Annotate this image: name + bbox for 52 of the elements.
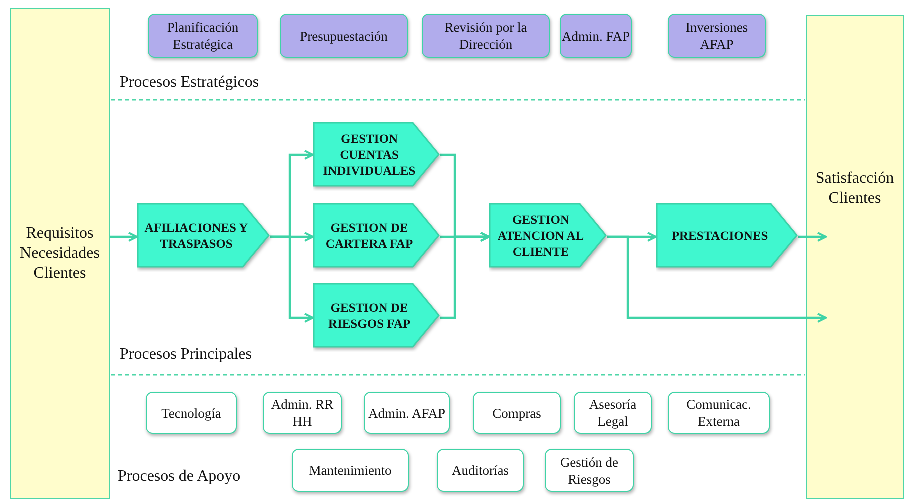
section-label: Procesos de Apoyo — [118, 468, 241, 486]
node-text: Admin. AFAP — [368, 404, 446, 422]
process-pentagon — [313, 203, 440, 268]
section-label: Procesos Principales — [120, 346, 252, 364]
section-label: Procesos Estratégicos — [120, 74, 260, 92]
node-text: Tecnología — [162, 404, 222, 422]
process-box — [292, 449, 409, 492]
process-pentagon — [137, 203, 270, 268]
node-text: GESTION ATENCION AL CLIENTE — [496, 212, 586, 260]
node-text: GESTION DE CARTERA FAP — [324, 220, 414, 252]
process-box — [574, 392, 652, 434]
process-box — [437, 449, 524, 492]
node-text: Auditorías — [452, 462, 509, 479]
arrow — [440, 232, 490, 320]
process-box — [146, 392, 237, 434]
node-text: Planificación Estratégica — [166, 19, 240, 53]
process-box — [560, 14, 632, 58]
node-text: Compras — [492, 404, 542, 422]
process-box — [473, 392, 561, 434]
node-text: Revisión por la Dirección — [444, 19, 528, 53]
arrow — [110, 232, 138, 242]
arrow — [270, 236, 314, 323]
side-band — [806, 15, 904, 499]
process-box — [263, 392, 342, 434]
node-text: Admin. FAP — [562, 28, 630, 44]
process-pentagon — [313, 283, 440, 348]
node-text: GESTION CUENTAS INDIVIDUALES — [322, 130, 417, 178]
node-text: Asesoría Legal — [588, 396, 638, 430]
process-box — [422, 14, 550, 58]
process-box — [545, 449, 634, 492]
node-text: Admin. RR HH — [270, 396, 335, 430]
arrow — [798, 232, 827, 242]
node-text: Satisfacción Clientes — [814, 169, 896, 209]
node-text: Inversiones AFAP — [684, 19, 750, 53]
process-pentagon — [313, 122, 440, 187]
node-text: Mantenimiento — [309, 462, 392, 479]
process-box — [668, 392, 770, 434]
arrow — [607, 236, 827, 323]
node-text: Comunicac. Externa — [686, 396, 752, 430]
process-box — [668, 14, 766, 58]
process-box — [364, 392, 450, 434]
node-text: PRESTACIONES — [672, 228, 768, 244]
process-pentagon — [656, 203, 798, 268]
node-text: Gestión de Riesgos — [559, 454, 620, 488]
node-text: GESTION DE RIESGOS FAP — [327, 300, 412, 332]
side-band — [10, 8, 110, 499]
node-text: Presupuestación — [300, 28, 388, 44]
process-pentagon — [489, 203, 607, 268]
process-box — [280, 14, 408, 58]
process-box — [148, 14, 258, 58]
node-text: Requisitos Necesidades Clientes — [19, 224, 101, 284]
node-text: AFILIACIONES Y TRASPASOS — [144, 220, 250, 252]
